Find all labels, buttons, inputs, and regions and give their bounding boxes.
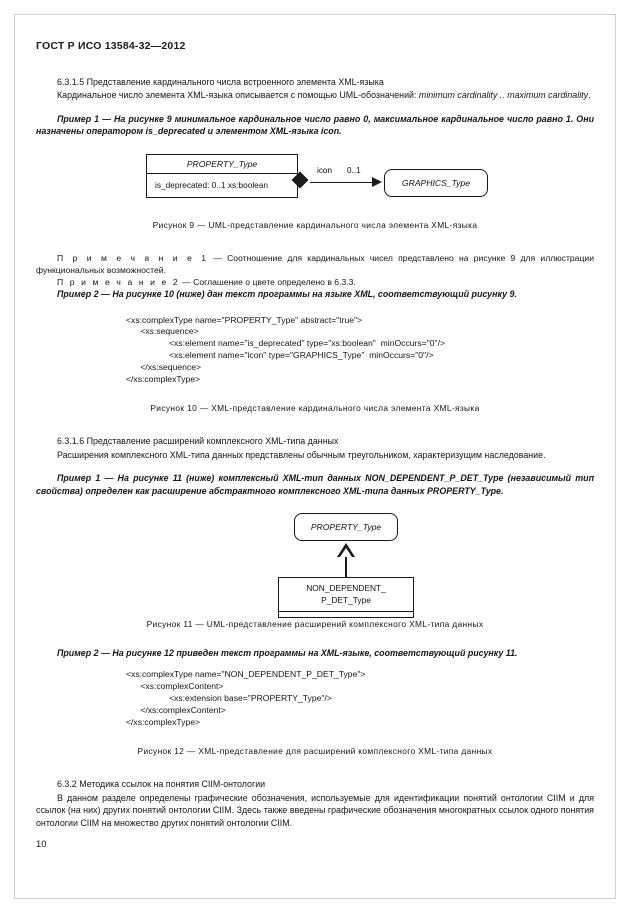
uml-inheritance-triangle-inner-icon	[340, 548, 352, 558]
paragraph-extensions-description: Расширения комплексного XML-типа данных …	[57, 449, 546, 460]
figure-12-caption: Рисунок 12 — XML-представление для расши…	[137, 746, 493, 757]
note-1-label: П р и м е ч а н и е 1	[57, 252, 209, 263]
paragraph-text-end: .	[588, 90, 591, 101]
uml-generalization-line	[344, 557, 347, 578]
uml-child-class-name-line2: P_DET_Type	[321, 594, 371, 605]
note-1: П р и м е ч а н и е 1 — Соотношение для …	[36, 252, 594, 276]
uml-parent-class-property-type: PROPERTY_Type	[294, 513, 398, 542]
section-heading-6-3-1-6: 6.3.1.6 Представление расширений комплек…	[57, 436, 339, 447]
section-heading-6-3-2: 6.3.2 Методика ссылок на понятия CIIM-он…	[57, 779, 266, 790]
figure-10-caption: Рисунок 10 — XML-представление кардиналь…	[150, 403, 480, 414]
figure-11-caption: Рисунок 11 — UML-представление расширени…	[146, 619, 484, 630]
figure-10-xml-code: <xs:complexType name="PROPERTY_Type" abs…	[126, 314, 446, 384]
document-header: ГОСТ Р ИСО 13584-32—2012	[36, 40, 186, 52]
example-1-section-6-3-1-5: Пример 1 — На рисунке 9 минимальное кард…	[36, 113, 594, 137]
note-1-text: — Соотношение для кардинальных чисел пре…	[36, 252, 594, 275]
uml-association-cardinality-label: 0..1	[347, 165, 361, 175]
uml-class-attribute: is_deprecated: 0..1 xs:boolean	[155, 179, 269, 190]
uml-child-class-name-line1: NON_DEPENDENT_	[306, 583, 386, 594]
uml-class-name: PROPERTY_Type	[147, 155, 297, 174]
paragraph-ciim-references: В данном разделе определены графические …	[36, 792, 594, 828]
page-content: ГОСТ Р ИСО 13584-32—2012 6.3.1.5 Предста…	[36, 40, 594, 830]
uml-child-class-name: NON_DEPENDENT_P_DET_Type	[279, 578, 413, 613]
paragraph-cardinality-description: Кардинальное число элемента XML-языка оп…	[36, 89, 594, 101]
figure-9-uml-diagram: PROPERTY_Type is_deprecated: 0..1 xs:boo…	[36, 152, 594, 214]
page-number: 10	[36, 838, 47, 849]
uml-association-line	[310, 181, 376, 184]
note-2: П р и м е ч а н и е 2 — Соглашение о цве…	[36, 276, 594, 288]
uml-class-property-type: PROPERTY_Type is_deprecated: 0..1 xs:boo…	[146, 153, 298, 198]
uml-arrow-head-icon	[372, 176, 382, 187]
section-heading-6-3-1-5: 6.3.1.5 Представление кардинального числ…	[57, 77, 384, 87]
paragraph-text-italic: minimum cardinality .. maximum cardinali…	[418, 90, 589, 101]
example-2-figure-10-intro: Пример 2 — На рисунке 10 (ниже) дан текс…	[57, 289, 517, 300]
figure-12-xml-code: <xs:complexType name="NON_DEPENDENT_P_DE…	[126, 669, 366, 727]
figure-9-caption: Рисунок 9 — UML-представление кардинальн…	[152, 219, 478, 230]
example-2-section-6-3-1-6: Пример 2 — На рисунке 12 приведен текст …	[57, 648, 518, 659]
uml-child-class-non-dependent: NON_DEPENDENT_P_DET_Type	[278, 577, 414, 619]
example-1-section-6-3-1-6: Пример 1 — На рисунке 11 (ниже) комплекс…	[36, 473, 594, 496]
uml-child-class-empty-compartment	[279, 612, 413, 617]
note-2-text: — Соглашение о цвете определено в 6.3.3.	[179, 277, 356, 288]
uml-association-role-label: icon	[317, 165, 333, 175]
note-2-label: П р и м е ч а н и е 2	[57, 277, 180, 288]
uml-class-graphics-type: GRAPHICS_Type	[384, 168, 488, 197]
figure-11-uml-diagram: PROPERTY_Type NON_DEPENDENT_P_DET_Type	[36, 513, 594, 619]
paragraph-text-part-1: Кардинальное число элемента XML-языка оп…	[57, 90, 419, 101]
